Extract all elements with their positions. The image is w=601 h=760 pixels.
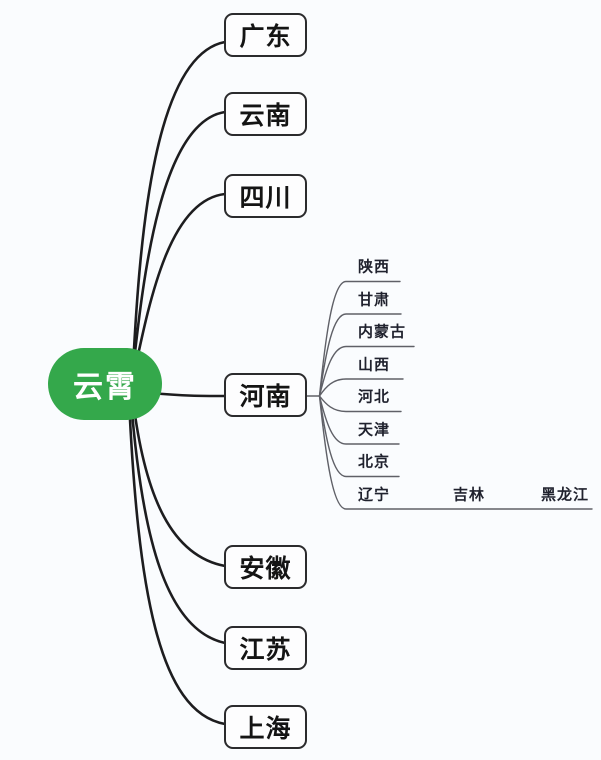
node-shaanxi[interactable]: 陕西 [358,258,391,276]
edge-root-henan [148,391,227,398]
edge-henan-gansu [318,313,402,397]
edge-root-jiangsu [129,398,227,645]
root-node-yunxiao[interactable]: 云霄 [48,348,162,420]
node-hebei[interactable]: 河北 [358,388,391,406]
node-jilin[interactable]: 吉林 [453,486,486,503]
node-sichuan[interactable]: 四川 [224,174,307,218]
edge-henan-shaanxi [318,280,401,397]
node-beijing[interactable]: 北京 [358,453,391,471]
edge-root-sichuan [132,192,227,376]
edge-henan-liaoning-jilin-heilongjiang [318,395,593,510]
node-gansu[interactable]: 甘肃 [358,291,391,308]
node-jiangsu[interactable]: 江苏 [224,626,307,670]
edge-root-yunnan [131,110,227,372]
node-yunnan[interactable]: 云南 [224,92,307,136]
node-liaoning[interactable]: 辽宁 [358,486,391,503]
node-shanxi[interactable]: 山西 [358,356,391,373]
node-heilongjiang[interactable]: 黑龙江 [541,486,590,503]
edge-henan-tianjin [318,395,400,445]
node-tianjin[interactable]: 天津 [358,421,391,438]
node-anhui[interactable]: 安徽 [224,545,307,589]
edge-henan-neimenggu [318,345,415,397]
edge-henan-hebei [318,395,402,413]
edge-root-shanghai [127,398,227,726]
node-neimenggu[interactable]: 内蒙古 [358,323,407,341]
edge-root-anhui [131,398,227,568]
node-henan[interactable]: 河南 [224,373,307,417]
node-shanghai[interactable]: 上海 [224,705,307,749]
edge-root-guangdong [131,40,227,370]
edge-henan-shanxi [318,378,404,397]
node-guangdong[interactable]: 广东 [224,13,307,57]
